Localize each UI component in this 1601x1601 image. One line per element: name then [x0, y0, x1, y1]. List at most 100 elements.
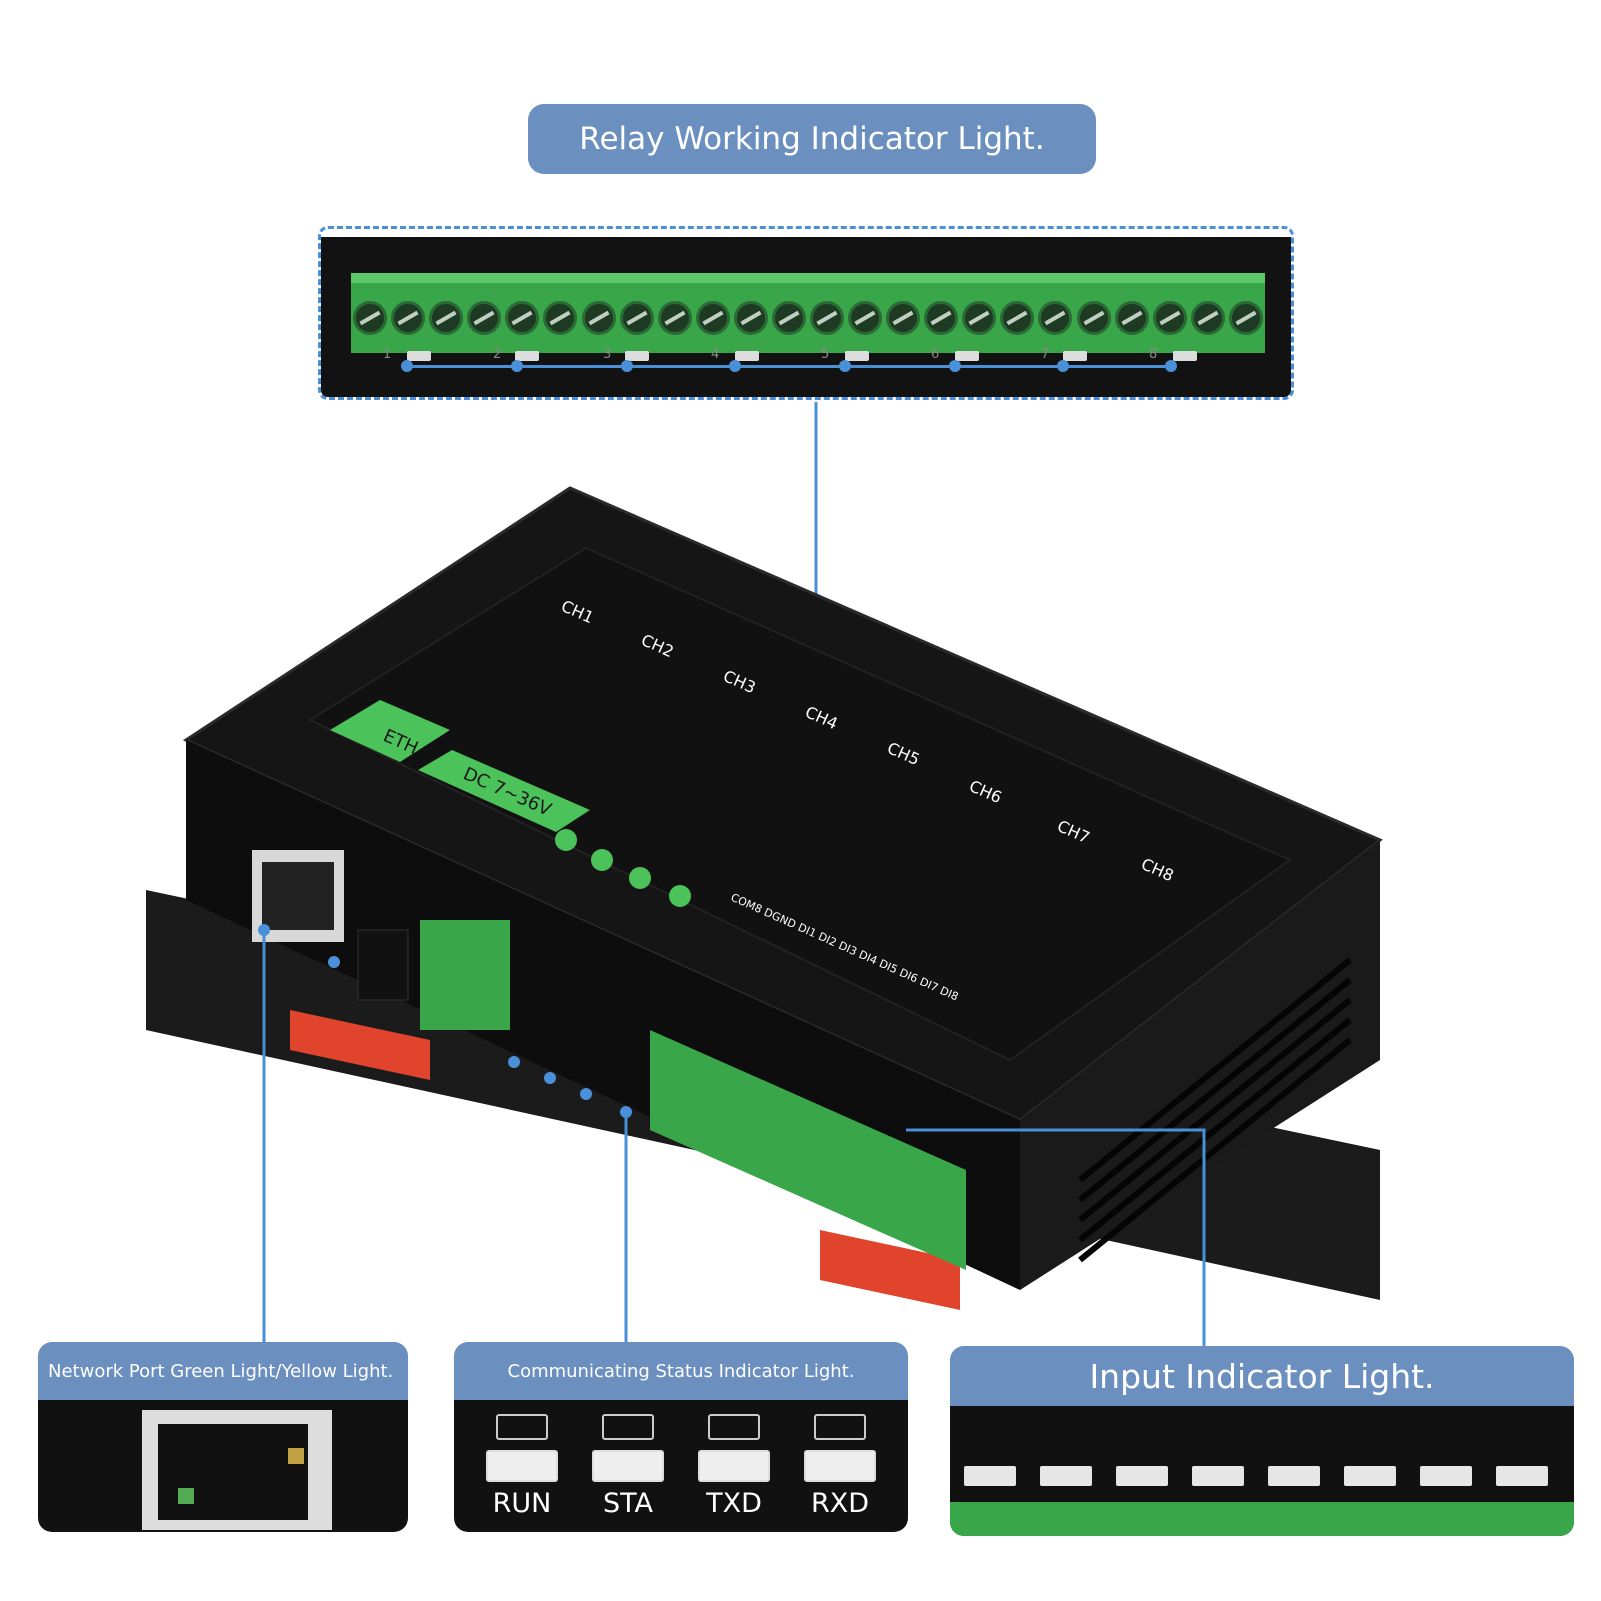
input-indicator-header: Input Indicator Light. — [950, 1346, 1574, 1406]
status-chip — [708, 1414, 760, 1440]
screw-icon — [657, 301, 692, 335]
relay-number: 1 — [383, 347, 392, 362]
screw-icon — [1038, 301, 1073, 335]
relay-indicator-callout: Relay Working Indicator Light. — [528, 104, 1096, 174]
relay-led — [1173, 351, 1197, 361]
screw-icon — [695, 301, 730, 335]
screw-icon — [809, 301, 844, 335]
comm-status-header: Communicating Status Indicator Light. — [454, 1342, 908, 1400]
screw-icon — [1114, 301, 1149, 335]
relay-number: 8 — [1149, 347, 1158, 362]
status-led-group: RXD — [800, 1408, 880, 1528]
leader-dot — [620, 1106, 632, 1118]
relay-led — [735, 351, 759, 361]
screw-icon — [467, 301, 502, 335]
screw-icon — [962, 301, 997, 335]
screw-icon — [1152, 301, 1187, 335]
relay-connector-dot — [729, 360, 741, 372]
status-led-label: RUN — [492, 1488, 552, 1519]
status-led-label: TXD — [706, 1488, 762, 1519]
relay-connector-dot — [949, 360, 961, 372]
relay-led — [955, 351, 979, 361]
relay-terminal-strip — [351, 273, 1265, 353]
relay-led — [625, 351, 649, 361]
screw-icon — [543, 301, 578, 335]
relay-indicator-label: Relay Working Indicator Light. — [579, 121, 1045, 157]
status-led-chip — [592, 1450, 664, 1482]
comm-status-zoom: RUN STA TXD RXD — [454, 1400, 908, 1532]
status-led-txd — [629, 867, 651, 889]
status-led-sta — [591, 849, 613, 871]
status-led-run — [555, 829, 577, 851]
relay-connector-dot — [621, 360, 633, 372]
screw-icon — [505, 301, 540, 335]
comm-status-label: Communicating Status Indicator Light. — [507, 1360, 855, 1382]
leader-dot — [544, 1072, 556, 1084]
green-light — [178, 1488, 194, 1504]
relay-connector-dot — [839, 360, 851, 372]
input-led — [1268, 1466, 1320, 1486]
status-led-label: STA — [602, 1488, 653, 1519]
relay-number: 3 — [603, 347, 612, 362]
screw-icon — [924, 301, 959, 335]
screw-icon — [1000, 301, 1035, 335]
input-led — [1192, 1466, 1244, 1486]
network-port-zoom — [38, 1400, 408, 1532]
relay-connector-line — [407, 365, 1169, 368]
eth-badge — [330, 700, 450, 762]
leader-dot — [508, 1056, 520, 1068]
din-clip-left — [290, 1010, 430, 1080]
relay-number: 4 — [711, 347, 720, 362]
status-led-chip — [698, 1450, 770, 1482]
screw-icon — [581, 301, 616, 335]
top-panel — [307, 546, 1293, 1062]
relay-number: 2 — [493, 347, 502, 362]
status-led-chip — [804, 1450, 876, 1482]
input-led — [1496, 1466, 1548, 1486]
rj45-socket — [262, 862, 334, 930]
power-badge — [418, 750, 590, 832]
status-led-group: STA — [588, 1408, 668, 1528]
input-led — [1116, 1466, 1168, 1486]
network-port-panel: Network Port Green Light/Yellow Light. — [38, 1342, 408, 1532]
status-led-label: RXD — [810, 1488, 870, 1519]
status-chip — [496, 1414, 548, 1440]
input-led — [1040, 1466, 1092, 1486]
relay-led — [1063, 351, 1087, 361]
leader-dot — [328, 956, 340, 968]
screw-icon — [1076, 301, 1111, 335]
relay-terminal-zoom: 1 2 3 4 5 6 7 8 — [318, 226, 1294, 400]
relay-connector-dot — [1165, 360, 1177, 372]
input-indicator-label: Input Indicator Light. — [1089, 1356, 1435, 1396]
screw-icon — [619, 301, 654, 335]
screw-icon — [886, 301, 921, 335]
screw-icon — [771, 301, 806, 335]
status-led-group: RUN — [482, 1408, 562, 1528]
relay-number: 7 — [1041, 347, 1050, 362]
status-led-rxd — [669, 885, 691, 907]
input-led — [964, 1466, 1016, 1486]
screw-icon — [733, 301, 768, 335]
relay-led-row: 1 2 3 4 5 6 7 8 — [381, 347, 1241, 377]
relay-led — [845, 351, 869, 361]
yellow-light — [288, 1448, 304, 1464]
input-indicator-zoom — [950, 1406, 1574, 1536]
leader-dot — [580, 1088, 592, 1100]
status-chip — [602, 1414, 654, 1440]
vent-slots — [1078, 957, 1352, 1263]
input-callout-leader — [906, 1128, 1206, 1346]
comm-status-panel: Communicating Status Indicator Light. RU… — [454, 1342, 908, 1532]
screw-icon — [353, 301, 388, 335]
relay-connector-dot — [511, 360, 523, 372]
status-led-group: TXD — [694, 1408, 774, 1528]
rj45-socket-zoom — [158, 1424, 308, 1520]
relay-number: 6 — [931, 347, 940, 362]
input-terminal-strip — [950, 1502, 1574, 1536]
relay-led — [515, 351, 539, 361]
relay-led — [407, 351, 431, 361]
relay-number: 5 — [821, 347, 830, 362]
screw-icon — [1228, 301, 1263, 335]
network-port-label: Network Port Green Light/Yellow Light. — [48, 1360, 394, 1382]
screw-icon — [1190, 301, 1225, 335]
